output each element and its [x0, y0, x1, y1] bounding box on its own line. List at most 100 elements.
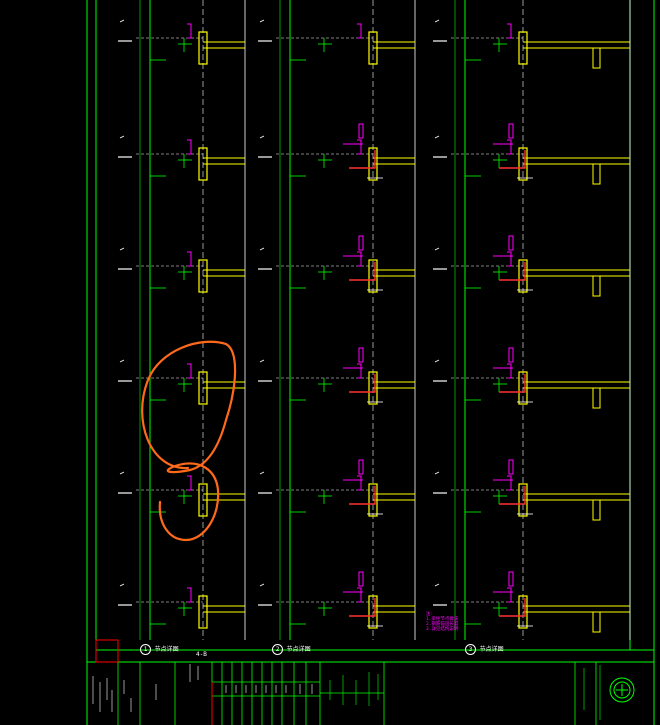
note-line: 3.详见结构说明 [426, 627, 459, 632]
dimension-bracket [507, 139, 512, 155]
dimension-bracket [507, 475, 512, 491]
dimension-tag [508, 459, 514, 475]
section-label-3: 节点详图 [479, 646, 504, 653]
level-tag [259, 583, 265, 587]
beam-stub [592, 275, 601, 297]
column-section [518, 31, 528, 65]
level-tag [434, 583, 440, 587]
dimension-bracket [357, 475, 362, 491]
dimension-tag [508, 235, 514, 251]
column-section [518, 259, 528, 293]
dimension-bracket [357, 139, 362, 155]
column-section [368, 259, 378, 293]
column-section [518, 147, 528, 181]
rebar-line [499, 486, 526, 505]
level-tag [259, 359, 265, 363]
level-tag [434, 19, 440, 23]
level-tag [434, 471, 440, 475]
dimension-bracket [187, 251, 192, 267]
dimension-tag [358, 235, 364, 251]
level-tag [434, 359, 440, 363]
rebar-line [349, 150, 376, 169]
column-section [518, 595, 528, 629]
general-notes: 注: 1.梁柱节点做法 2.钢筋锚固长度 3.详见结构说明 [426, 612, 458, 632]
level-tag [119, 135, 125, 139]
dimension-bracket [187, 139, 192, 155]
rebar-line [349, 374, 376, 393]
level-tag [434, 247, 440, 251]
level-tag [119, 19, 125, 23]
beam-stub [592, 499, 601, 521]
dimension-bracket [507, 23, 512, 39]
section-number-1: 1 [140, 644, 151, 655]
dimension-bracket [187, 475, 192, 491]
rebar-line [499, 262, 526, 281]
dimension-bracket [507, 251, 512, 267]
freehand-circle-icon [141, 340, 237, 542]
level-tag [119, 359, 125, 363]
column-section [368, 595, 378, 629]
section-group [118, 0, 631, 640]
dimension-tag [358, 571, 364, 587]
section-callout-3: 3 节点详图 [465, 644, 504, 655]
dimension-tag [508, 123, 514, 139]
column-section [368, 483, 378, 517]
column-section [368, 371, 378, 405]
title-red-box [95, 639, 119, 663]
dimension-bracket [357, 23, 362, 39]
seal-icon [609, 677, 635, 703]
note-line: 2.钢筋锚固长度 [426, 622, 459, 627]
dimension-bracket [507, 587, 512, 603]
dimension-bracket [357, 587, 362, 603]
section-label-2: 节点详图 [286, 646, 311, 653]
dimension-tag [358, 459, 364, 475]
column-section [198, 595, 208, 629]
column-section [518, 483, 528, 517]
section-number-3: 3 [465, 644, 476, 655]
column-section [198, 371, 208, 405]
dimension-tag [508, 347, 514, 363]
level-tag [259, 135, 265, 139]
rebar-line [499, 598, 526, 617]
dimension-bracket [357, 363, 362, 379]
dimension-bracket [187, 23, 192, 39]
axis-tag: 4-B [196, 651, 207, 658]
dimension-tag [358, 347, 364, 363]
rebar-line [349, 262, 376, 281]
rebar-line [499, 374, 526, 393]
dimension-bracket [357, 251, 362, 267]
level-tag [434, 135, 440, 139]
level-tag [259, 471, 265, 475]
dimension-bracket [187, 587, 192, 603]
column-section [198, 31, 208, 65]
dimension-bracket [507, 363, 512, 379]
dimension-tag [358, 123, 364, 139]
beam-stub [592, 163, 601, 185]
level-tag [119, 583, 125, 587]
beam-stub [592, 611, 601, 633]
column-section [198, 147, 208, 181]
section-number-2: 2 [272, 644, 283, 655]
title-block-green-text [329, 665, 601, 720]
section-label-1: 节点详图 [154, 646, 179, 653]
title-block-text [92, 664, 313, 712]
dimension-bracket [187, 363, 192, 379]
section-callout-2: 2 节点详图 [272, 644, 311, 655]
column-section [198, 259, 208, 293]
rebar-line [499, 150, 526, 169]
column-section [198, 483, 208, 517]
level-tag [259, 19, 265, 23]
column-section [368, 31, 378, 65]
level-tag [259, 247, 265, 251]
level-tag [119, 247, 125, 251]
section-callout-1: 1 节点详图 [140, 644, 179, 655]
note-line: 注: [426, 612, 434, 617]
note-line: 1.梁柱节点做法 [426, 617, 459, 622]
beam-stub [592, 387, 601, 409]
dimension-tag [508, 571, 514, 587]
rebar-line [349, 486, 376, 505]
rebar-line [349, 598, 376, 617]
column-section [368, 147, 378, 181]
